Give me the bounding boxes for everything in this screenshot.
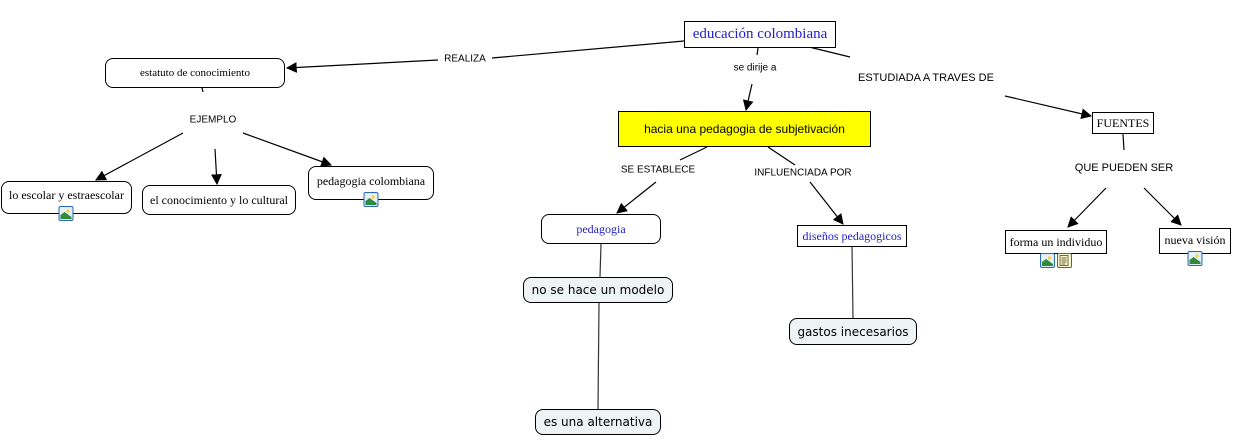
link-sedirije: se dirije a (731, 62, 779, 74)
line-estatuto-ejemplo (201, 87, 204, 93)
concept-forma-un-individuo[interactable]: forma un individuo (1005, 230, 1107, 254)
arrow-seestablece-pedagogia (616, 181, 657, 214)
concept-hacia-una-pedagogia[interactable]: hacia una pedagogia de subjetivación (618, 111, 871, 147)
concept-no-se-hace-un-modelo[interactable]: no se hace un modelo (523, 277, 673, 303)
line-hacia-influenciada (767, 146, 796, 166)
resources-lo-escolar (58, 206, 74, 221)
link-seestablece: SE ESTABLECE (618, 164, 698, 176)
arrow-sedirije-hacia (742, 83, 754, 112)
image-icon[interactable] (1187, 251, 1203, 266)
arrow-ejemplo-pedcol (242, 132, 333, 167)
concept-disenos-pedagogicos[interactable]: diseños pedagogicos (797, 225, 907, 247)
arrow-estudiada-fuentes (1004, 95, 1093, 120)
line-root-realiza (491, 40, 685, 59)
concept-es-una-alternativa[interactable]: es una alternativa (535, 409, 661, 435)
link-quepueden: QUE PUEDEN SER (1072, 162, 1176, 174)
image-icon[interactable] (1040, 253, 1055, 268)
concept-pedagogia-colombiana[interactable]: pedagogia colombiana (308, 166, 434, 200)
arrow-ejemplo-conocimiento (211, 148, 222, 186)
concept-fuentes[interactable]: FUENTES (1092, 112, 1154, 134)
image-icon[interactable] (363, 192, 379, 207)
arrow-influenciada-disenos (809, 181, 844, 225)
arrow-ejemplo-escolar (95, 132, 184, 181)
line-root-estudiada (808, 46, 851, 58)
resources-nueva-vision (1187, 251, 1203, 266)
concept-nueva-vision[interactable]: nueva visión (1159, 228, 1231, 254)
line-disenos-gastos (851, 245, 854, 319)
line-nomodelo-alternativa (597, 302, 600, 410)
concept-estatuto-de-conocimiento[interactable]: estatuto de conocimiento (105, 58, 285, 88)
resources-pedagogia-colombiana (363, 192, 379, 207)
concept-el-conocimiento[interactable]: el conocimiento y lo cultural (142, 185, 296, 215)
document-icon[interactable] (1057, 253, 1072, 268)
line-hacia-seestablece (679, 146, 708, 161)
link-ejemplo: EJEMPLO (187, 114, 239, 126)
image-icon[interactable] (58, 206, 74, 221)
link-estudiada: ESTUDIADA A TRAVES DE (856, 72, 996, 84)
line-pedagogia-nomodelo (599, 243, 602, 278)
arrow-quepueden-forma (1067, 187, 1107, 228)
concept-educacion-colombiana[interactable]: educación colombiana (684, 21, 836, 48)
arrow-realiza-estatuto (285, 59, 439, 73)
link-influenciada: INFLUENCIADA POR (752, 167, 854, 179)
line-root-sedirije (756, 47, 759, 56)
link-realiza: REALIZA (442, 53, 488, 65)
arrow-quepueden-nueva (1143, 187, 1182, 226)
line-fuentes-quepueden (1122, 133, 1125, 151)
resources-forma-un-individuo (1040, 253, 1072, 268)
concept-pedagogia[interactable]: pedagogia (541, 214, 661, 244)
concept-gastos-inecesarios[interactable]: gastos inecesarios (789, 318, 917, 345)
